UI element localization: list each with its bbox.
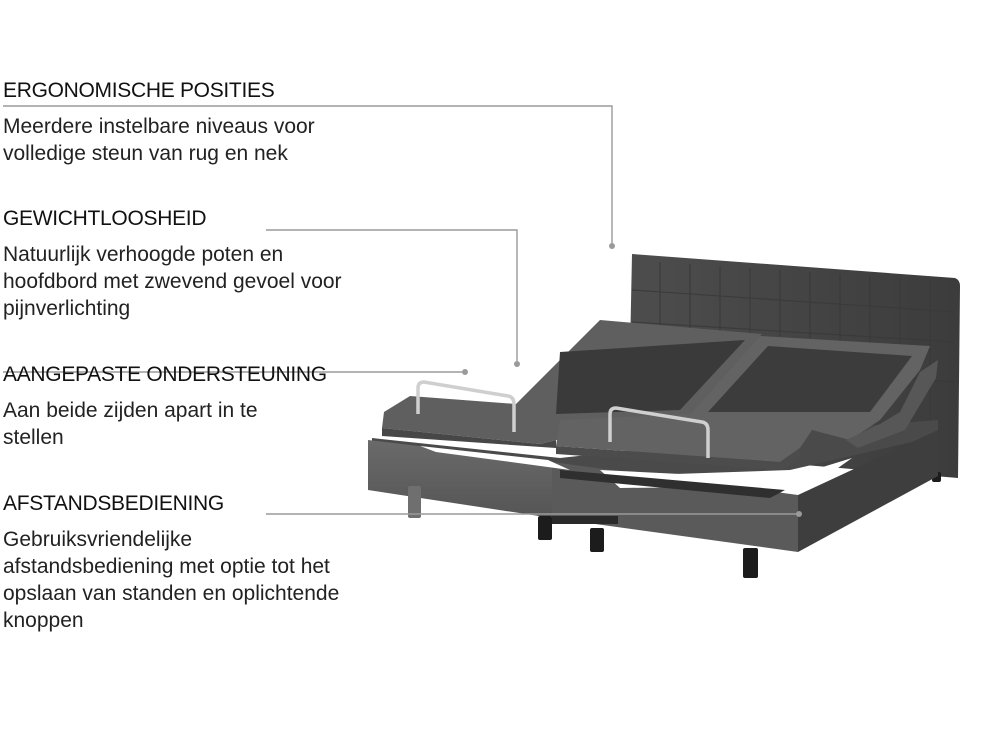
callout-dot <box>796 511 802 517</box>
callout-lines <box>3 105 797 515</box>
callout-dot <box>514 361 520 367</box>
bed-leg <box>538 516 552 540</box>
feature-description: Aan beide zijden apart in te stellen <box>3 399 258 449</box>
retainer-bar <box>416 380 516 432</box>
callout-dot <box>609 243 615 249</box>
feature-description: Meerdere instelbare niveaus voor volledi… <box>3 115 315 165</box>
feature-custom-support: AANGEPASTE ONDERSTEUNING Aan beide zijde… <box>3 362 363 451</box>
feature-ergonomic-positions: ERGONOMISCHE POSITIES Meerdere instelbar… <box>3 78 363 167</box>
feature-weightlessness: GEWICHTLOOSHEID Natuurlijk verhoogde pot… <box>3 206 363 322</box>
bed-leg <box>408 486 421 518</box>
feature-description: Natuurlijk verhoogde poten en hoofdbord … <box>3 243 342 320</box>
callout-line-ergonomic <box>3 105 613 244</box>
left-deck <box>382 320 762 448</box>
feature-title: AANGEPASTE ONDERSTEUNING <box>3 363 327 386</box>
callout-line-weightless <box>266 229 518 361</box>
bed-leg <box>743 548 758 578</box>
feature-description: Gebruiksvriendelijke afstandsbediening m… <box>3 528 340 632</box>
retainer-bar <box>608 406 710 458</box>
callout-dot <box>462 369 468 375</box>
feature-remote-control: AFSTANDSBEDIENING Gebruiksvriendelijke a… <box>3 491 363 634</box>
bed-leg-bracket <box>552 516 618 524</box>
feature-title: GEWICHTLOOSHEID <box>3 207 207 230</box>
callout-dots <box>462 243 802 517</box>
feature-title: AFSTANDSBEDIENING <box>3 492 224 515</box>
right-deck <box>556 336 938 470</box>
feature-title: ERGONOMISCHE POSITIES <box>3 79 275 102</box>
bed-leg <box>590 528 604 552</box>
